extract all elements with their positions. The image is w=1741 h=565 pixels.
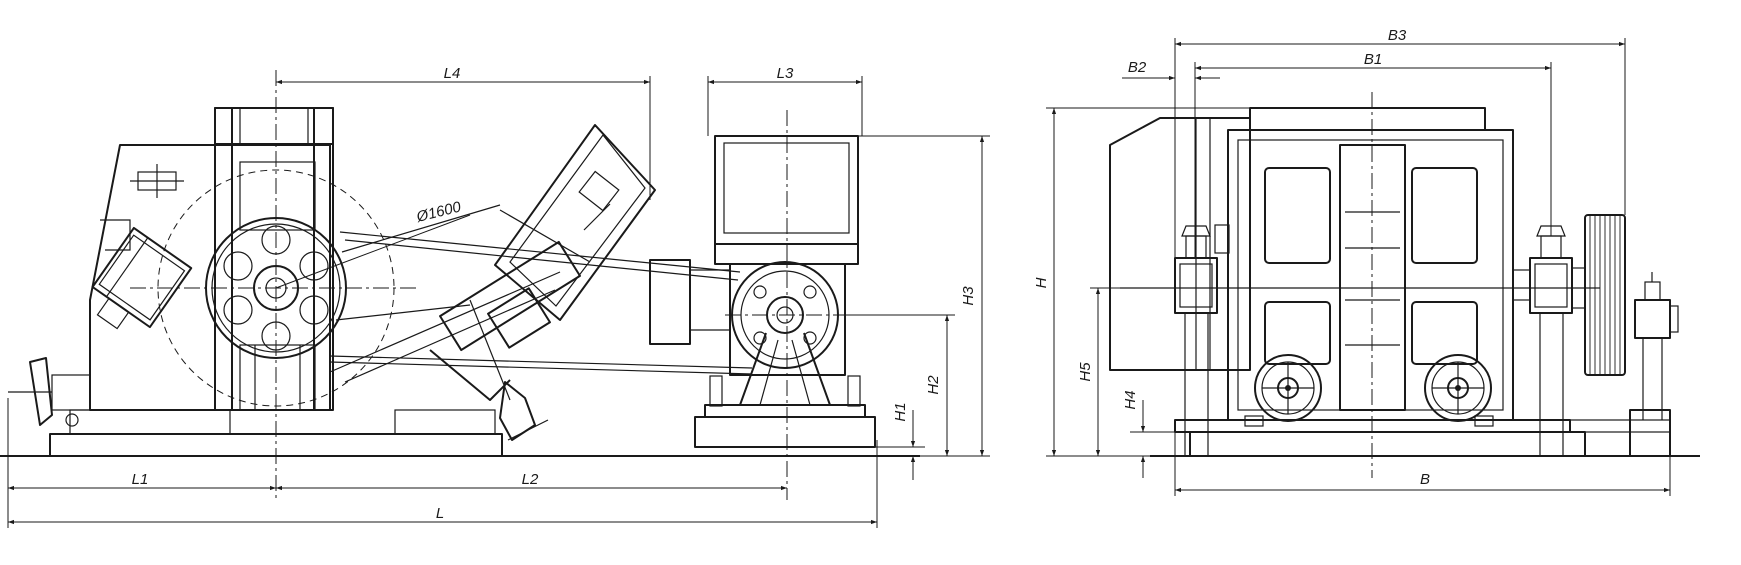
dim-label-l: L [436, 505, 444, 522]
base-rail-left [69, 409, 231, 435]
left-motor [91, 226, 193, 330]
dim-label-h5: H5 [1077, 362, 1094, 382]
front-window-bottom-left [1264, 301, 1331, 365]
dim-label-l3: L3 [777, 65, 794, 82]
dim-label-h3: H3 [960, 286, 977, 306]
dim-label-l1: L1 [132, 471, 149, 488]
front-main-frame [1227, 107, 1514, 421]
right-bearing-assembly [1512, 225, 1573, 456]
side-view: Ø1600 L4 L3 L1 L2 L H1 H2 H3 [0, 65, 990, 528]
left-bearing-assembly [1174, 224, 1230, 456]
dim-label-b3: B3 [1388, 27, 1407, 44]
front-window-top-left [1264, 167, 1331, 264]
front-flywheel [1571, 214, 1626, 376]
dim-label-h4: H4 [1122, 390, 1139, 409]
left-adjuster [8, 357, 91, 427]
dim-label-h: H [1033, 277, 1050, 288]
crusher-housing [89, 107, 334, 411]
dim-label-b: B [1420, 471, 1430, 488]
dim-label-h1: H1 [892, 402, 909, 421]
left-hood [1109, 117, 1251, 371]
drive-motor [649, 135, 876, 448]
end-bearing [1629, 272, 1679, 457]
wheel-left [1254, 354, 1322, 422]
front-view: B3 B1 B2 B H H5 H4 [1033, 27, 1700, 496]
front-window-top-right [1411, 167, 1478, 264]
flywheel-diameter-label: Ø1600 [414, 198, 463, 226]
dim-label-h2: H2 [925, 375, 942, 395]
wheel-right [1424, 354, 1492, 422]
dim-label-b2: B2 [1128, 59, 1147, 76]
dim-label-l4: L4 [444, 65, 461, 82]
base-rail-right [394, 409, 496, 435]
diameter-leader [275, 214, 471, 289]
front-base [1174, 415, 1671, 457]
dim-label-l2: L2 [522, 471, 539, 488]
right-feed-arm [329, 124, 656, 441]
dim-label-b1: B1 [1364, 51, 1382, 68]
front-window-bottom-right [1411, 301, 1478, 365]
